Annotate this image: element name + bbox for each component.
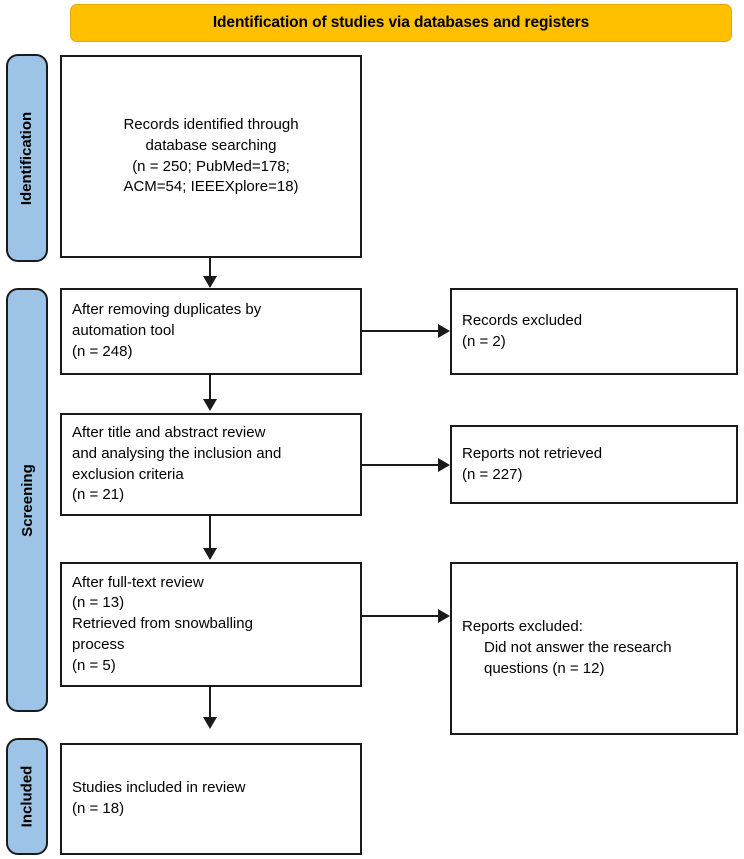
flow-box-line: (n = 248): [72, 342, 133, 360]
flow-box-line: and analysing the inclusion and: [72, 444, 282, 462]
flow-box-line: (n = 2): [462, 332, 506, 350]
flow-box-line: (n = 227): [462, 465, 523, 483]
connector-duplicates-to-records-excluded: [362, 330, 440, 332]
arrowhead-down-icon: [203, 276, 217, 288]
flow-box-line: (n = 21): [72, 486, 125, 504]
flow-box-line: questions (n = 12): [484, 659, 605, 677]
flow-box-line: automation tool: [72, 322, 175, 340]
flow-box-reports-not-retrieved: Reports not retrieved (n = 227): [450, 425, 738, 504]
flow-box-line: After title and abstract review: [72, 424, 266, 442]
stage-label-identification: Identification: [6, 54, 48, 262]
connector-abstract-to-reports-not-retrieved: [362, 464, 440, 466]
flow-box-line: (n = 13): [72, 594, 125, 612]
flow-box-reports-excluded: Reports excluded: Did not answer the res…: [450, 562, 738, 735]
flow-box-line: process: [72, 635, 125, 653]
flow-box-line: Retrieved from snowballing: [72, 615, 253, 633]
flow-box-line: After full-text review: [72, 573, 204, 591]
arrowhead-down-icon: [203, 399, 217, 411]
flow-box-line: (n = 250; PubMed=178;: [132, 157, 290, 175]
flow-box-after-removing-duplicates: After removing duplicates by automation …: [60, 288, 362, 375]
arrowhead-down-icon: [203, 548, 217, 560]
connector-duplicates-to-abstract: [209, 375, 211, 401]
stage-label-included-text: Included: [18, 765, 36, 828]
arrowhead-right-icon: [438, 458, 450, 472]
stage-label-screening: Screening: [6, 288, 48, 712]
flow-box-line: ACM=54; IEEEXplore=18): [123, 178, 299, 196]
connector-identified-to-duplicates: [209, 258, 211, 278]
flow-box-studies-included-in-review: Studies included in review (n = 18): [60, 743, 362, 855]
flow-box-line: exclusion criteria: [72, 465, 184, 483]
flow-box-line: After removing duplicates by: [72, 301, 262, 319]
stage-label-included: Included: [6, 738, 48, 855]
flow-box-line: database searching: [145, 136, 277, 154]
flow-box-line: Records excluded: [462, 311, 583, 329]
flow-box-line: Did not answer the research: [484, 639, 672, 657]
flow-box-line: Reports not retrieved: [462, 444, 603, 462]
diagram-title: Identification of studies via databases …: [212, 14, 590, 31]
flow-box-line: Records identified through: [123, 116, 299, 134]
arrowhead-down-icon: [203, 717, 217, 729]
flow-box-records-identified: Records identified through database sear…: [60, 55, 362, 258]
flow-box-line: (n = 5): [72, 656, 116, 674]
arrowhead-right-icon: [438, 324, 450, 338]
flow-box-line: Studies included in review: [72, 779, 246, 797]
stage-label-screening-text: Screening: [18, 463, 36, 537]
stage-label-identification-text: Identification: [18, 111, 36, 205]
flow-box-after-full-text-review: After full-text review (n = 13) Retrieve…: [60, 562, 362, 687]
flow-box-records-excluded: Records excluded (n = 2): [450, 288, 738, 375]
flow-box-after-title-abstract-review: After title and abstract review and anal…: [60, 413, 362, 516]
flow-box-line: Reports excluded:: [462, 618, 583, 636]
flow-box-line: (n = 18): [72, 800, 125, 817]
diagram-header-banner: Identification of studies via databases …: [70, 4, 732, 42]
connector-fulltext-to-included: [209, 687, 211, 719]
connector-abstract-to-fulltext: [209, 516, 211, 550]
connector-fulltext-to-reports-excluded: [362, 615, 440, 617]
arrowhead-right-icon: [438, 609, 450, 623]
